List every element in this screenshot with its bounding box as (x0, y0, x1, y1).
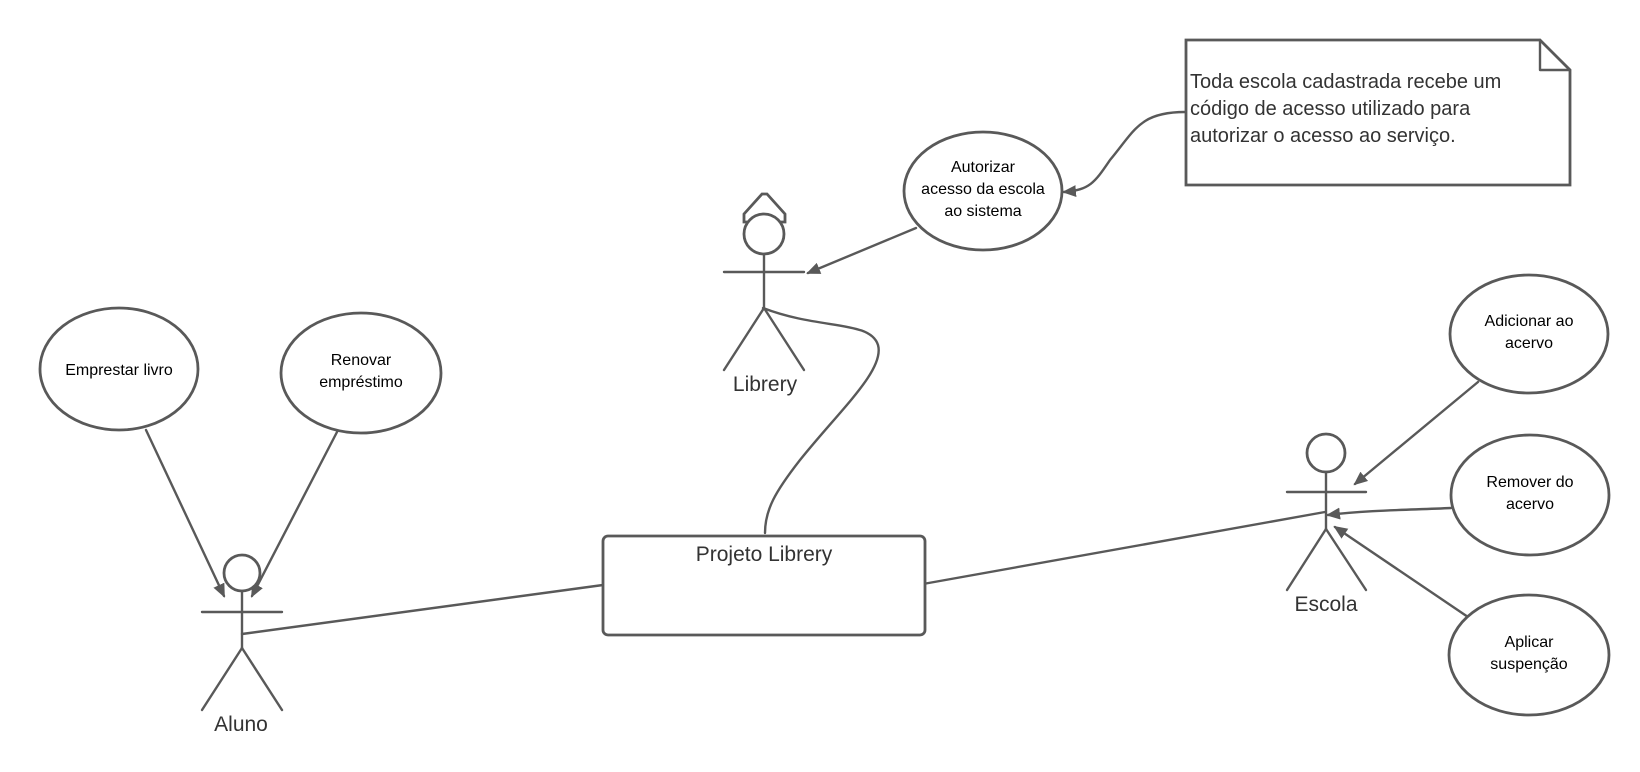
arrow-renovar-aluno (250, 430, 339, 598)
connector-aluno-system (240, 583, 605, 636)
use-case-label: empréstimo (319, 374, 403, 391)
note-line-1: Toda escola cadastrada recebe um (1190, 71, 1501, 93)
use-case-label: Aplicar (1505, 634, 1555, 651)
connectors (144, 110, 1480, 636)
actor-escola[interactable]: Escola (1285, 432, 1368, 616)
use-case-label: Remover do (1486, 474, 1573, 491)
actor-aluno[interactable]: Aluno (200, 553, 284, 736)
connector-librery-system (761, 306, 880, 535)
note[interactable]: Toda escola cadastrada recebe um código … (1184, 38, 1572, 187)
connector-system-escola (921, 510, 1327, 586)
actor-label: Librery (733, 373, 798, 396)
use-case-label: Emprestar livro (65, 362, 173, 379)
use-case-label: acervo (1505, 335, 1553, 352)
system-label: Projeto Librery (696, 543, 833, 566)
actor-librery[interactable]: Librery (722, 192, 806, 396)
use-case-remover-acervo[interactable]: Remover do acervo (1449, 433, 1611, 557)
use-case-label: acesso da escola (921, 181, 1045, 198)
arrow-aplicar-escola (1333, 525, 1470, 619)
actor-label: Aluno (214, 713, 268, 736)
use-case-label: ao sistema (944, 203, 1021, 220)
use-case-label: Adicionar ao (1485, 313, 1574, 330)
note-line-2: código de acesso utilizado para (1190, 98, 1471, 120)
note-line-3: autorizar o acesso ao serviço. (1190, 125, 1456, 147)
use-case-label: Autorizar (951, 159, 1016, 176)
use-case-renovar-emprestimo[interactable]: Renovar empréstimo (279, 311, 443, 435)
use-case-adicionar-acervo[interactable]: Adicionar ao acervo (1448, 273, 1610, 395)
use-case-label: Renovar (331, 352, 392, 369)
arrow-autorizar-librery (806, 226, 918, 275)
arrow-emprestar-aluno (144, 428, 226, 598)
arrow-adicionar-escola (1353, 380, 1480, 486)
use-case-label: suspenção (1490, 656, 1567, 673)
system-box[interactable]: Projeto Librery (601, 534, 927, 637)
use-case-autorizar-acesso[interactable]: Autorizar acesso da escola ao sistema (902, 130, 1064, 252)
use-case-emprestar-livro[interactable]: Emprestar livro (38, 306, 200, 432)
actor-label: Escola (1294, 593, 1357, 616)
use-case-aplicar-suspencao[interactable]: Aplicar suspenção (1447, 593, 1611, 717)
arrow-note-autorizar (1062, 110, 1187, 198)
use-case-label: acervo (1506, 496, 1554, 513)
arrow-remover-escola (1326, 506, 1453, 520)
